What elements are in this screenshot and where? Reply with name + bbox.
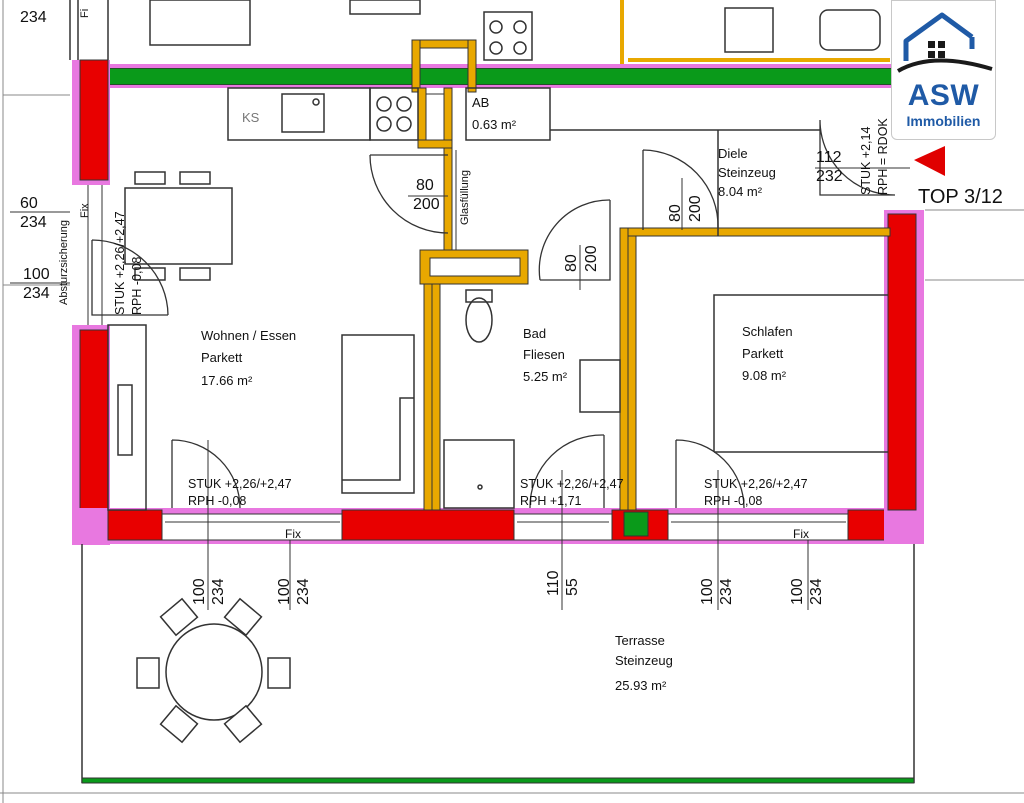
house-logo-icon xyxy=(896,12,993,73)
dim-100-t1: 100 xyxy=(191,578,208,605)
top-unit-label: TOP 3/12 xyxy=(918,186,1003,208)
fix-label-left: Fix xyxy=(79,203,91,218)
dim-112: 112 xyxy=(816,149,842,166)
dim-200-bad: 200 xyxy=(583,245,600,272)
dim-200-kitchen: 200 xyxy=(413,196,440,213)
ab-name: AB xyxy=(472,95,489,110)
dim-110: 110 xyxy=(545,570,562,596)
diele-floor: Steinzeug xyxy=(718,165,776,180)
bad-floor: Fliesen xyxy=(523,347,565,362)
stuk-note-entry: STUK +2,14 xyxy=(859,127,873,195)
rph-note-entry: RPH = RDOK xyxy=(876,118,890,195)
logo-sub-text: Immobilien xyxy=(906,113,981,129)
bad-area: 5.25 m² xyxy=(523,369,568,384)
stuk-note-schlafen: STUK +2,26/+2,47 xyxy=(704,477,808,491)
dim-100-t2: 100 xyxy=(276,578,293,605)
rph-note-schlafen: RPH -0,08 xyxy=(704,494,762,508)
wohnen-name: Wohnen / Essen xyxy=(201,328,296,343)
dim-80-bad: 80 xyxy=(563,254,580,272)
dim-200-diele: 200 xyxy=(687,195,704,222)
terrasse-area: 25.93 m² xyxy=(615,678,667,693)
dim-234-t4: 234 xyxy=(808,578,825,605)
schlafen-name: Schlafen xyxy=(742,324,793,339)
dim-234-t1: 234 xyxy=(210,578,227,605)
rph-note-bad: RPH +1,71 xyxy=(520,494,582,508)
terrasse-floor: Steinzeug xyxy=(615,653,673,668)
rph-note-left-vertical: RPH -0,08 xyxy=(130,257,144,315)
dim-80-kitchen: 80 xyxy=(416,177,434,194)
fix-label-bottom-2: Fix xyxy=(793,527,809,541)
rph-note-wohnen: RPH -0,08 xyxy=(188,494,246,508)
fi-label-top: Fi xyxy=(79,9,91,18)
ks-label: KS xyxy=(242,110,260,125)
wohnen-area: 17.66 m² xyxy=(201,373,253,388)
diele-area: 8.04 m² xyxy=(718,184,763,199)
dim-100-left: 100 xyxy=(23,266,50,283)
dim-60: 60 xyxy=(20,195,38,212)
dim-100-t4: 100 xyxy=(789,578,806,605)
dim-55: 55 xyxy=(564,578,581,596)
schlafen-area: 9.08 m² xyxy=(742,368,787,383)
fix-label-bottom-1: Fix xyxy=(285,527,301,541)
absturzsicherung-label: Absturzsicherung xyxy=(58,220,70,305)
dim-80-diele: 80 xyxy=(667,204,684,222)
ab-area: 0.63 m² xyxy=(472,117,517,132)
schlafen-floor: Parkett xyxy=(742,346,784,361)
dim-232: 232 xyxy=(816,168,843,185)
bad-name: Bad xyxy=(523,326,546,341)
dim-234-top: 234 xyxy=(20,9,47,26)
stuk-note-wohnen: STUK +2,26/+2,47 xyxy=(188,477,292,491)
wohnen-floor: Parkett xyxy=(201,350,243,365)
stuk-note-left-vertical: STUK +2,26/+2,47 xyxy=(113,211,127,315)
terrasse-name: Terrasse xyxy=(615,633,665,648)
glasfuellung-label: Glasfüllung xyxy=(459,170,471,225)
stuk-note-bad: STUK +2,26/+2,47 xyxy=(520,477,624,491)
dim-234-t2: 234 xyxy=(295,578,312,605)
logo-brand-text: ASW xyxy=(907,79,980,112)
dim-234-t3: 234 xyxy=(718,578,735,605)
diele-name: Diele xyxy=(718,146,748,161)
dim-100-t3: 100 xyxy=(699,578,716,605)
dim-234-b: 234 xyxy=(23,285,50,302)
dim-234-a: 234 xyxy=(20,214,47,231)
asw-logo: ASW Immobilien xyxy=(891,0,996,140)
